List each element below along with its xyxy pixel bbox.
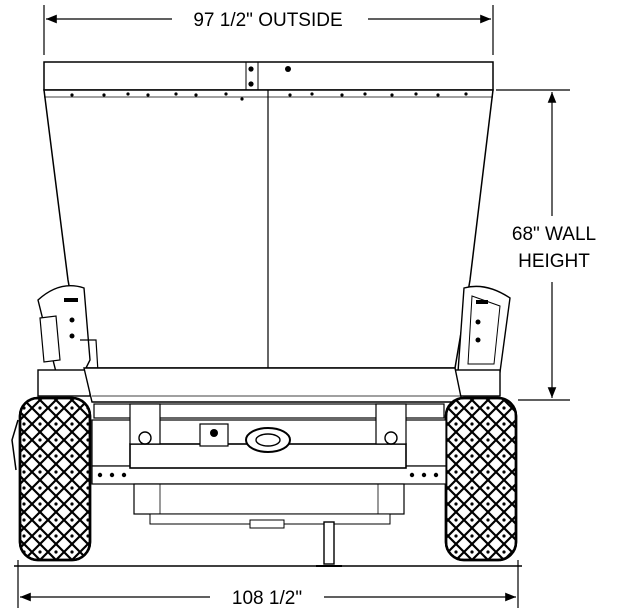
right-fender-bracket bbox=[447, 285, 511, 397]
lower-skirt bbox=[83, 367, 463, 403]
outside-width-dimension: 97 1/2" OUTSIDE bbox=[43, 5, 494, 55]
wall-height-label-line2: HEIGHT bbox=[518, 251, 590, 272]
left-tire bbox=[11, 396, 92, 562]
overall-width-label: 108 1/2" bbox=[232, 588, 302, 609]
right-tire bbox=[444, 396, 518, 562]
outside-width-label: 97 1/2" OUTSIDE bbox=[193, 10, 342, 31]
frame-assembly bbox=[91, 403, 447, 567]
hopper-body bbox=[43, 89, 494, 369]
left-fender-bracket bbox=[37, 285, 99, 397]
hopper-rivets bbox=[70, 92, 468, 101]
hopper-top-rail bbox=[43, 61, 494, 91]
wall-height-label-line1: 68" WALL bbox=[512, 224, 596, 245]
wall-height-dimension: 68" WALL HEIGHT bbox=[496, 89, 596, 401]
overall-width-dimension: 108 1/2" bbox=[17, 560, 519, 609]
